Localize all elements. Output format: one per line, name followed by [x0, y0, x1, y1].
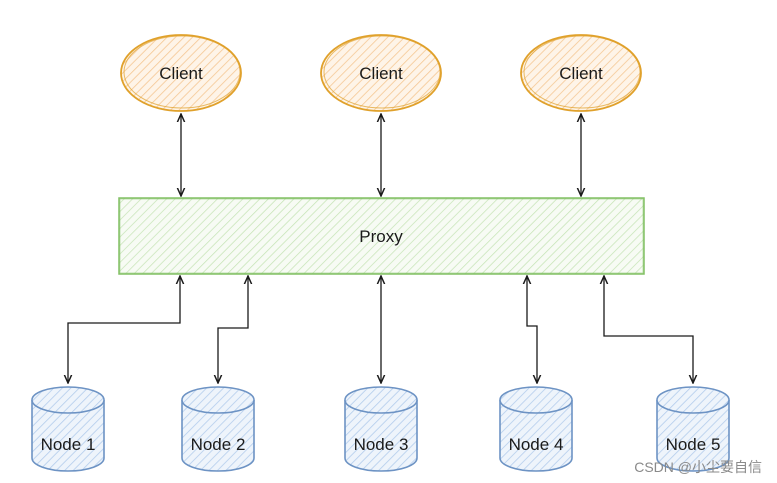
node-5: Node 5: [656, 386, 730, 472]
client-3-label: Client: [559, 64, 603, 83]
client-2-shape: [320, 34, 442, 112]
node-2: Node 2: [181, 386, 255, 472]
node-4: Node 4: [499, 386, 573, 472]
connector-node-2: [218, 276, 248, 383]
connector-node-4: [527, 276, 537, 383]
node-2-label: Node 2: [191, 435, 246, 454]
node-2-shape: [181, 400, 255, 472]
node-3-shape: [344, 400, 418, 472]
client-2-label: Client: [359, 64, 403, 83]
node-5-shape: [656, 400, 730, 472]
client-3-shape: [520, 34, 642, 112]
node-3-label: Node 3: [354, 435, 409, 454]
node-4-shape: [499, 400, 573, 472]
proxy-node-connectors: [68, 276, 693, 383]
client-1-shape: [120, 34, 242, 112]
connector-node-5: [604, 276, 693, 383]
node-1-label: Node 1: [41, 435, 96, 454]
node-1: Node 1: [31, 386, 105, 472]
client-3: Client: [520, 34, 642, 112]
node-3: Node 3: [344, 386, 418, 472]
node-1-shape: [31, 400, 105, 472]
watermark: CSDN @小尘要自信: [634, 459, 762, 475]
node-5-label: Node 5: [666, 435, 721, 454]
client-2: Client: [320, 34, 442, 112]
node-4-label: Node 4: [509, 435, 564, 454]
proxy: Proxy: [118, 197, 645, 275]
client-1-label: Client: [159, 64, 203, 83]
connector-node-1: [68, 276, 180, 383]
proxy-box: [118, 197, 645, 275]
proxy-label: Proxy: [359, 227, 403, 246]
client-1: Client: [120, 34, 242, 112]
client-proxy-connectors: [181, 114, 581, 196]
